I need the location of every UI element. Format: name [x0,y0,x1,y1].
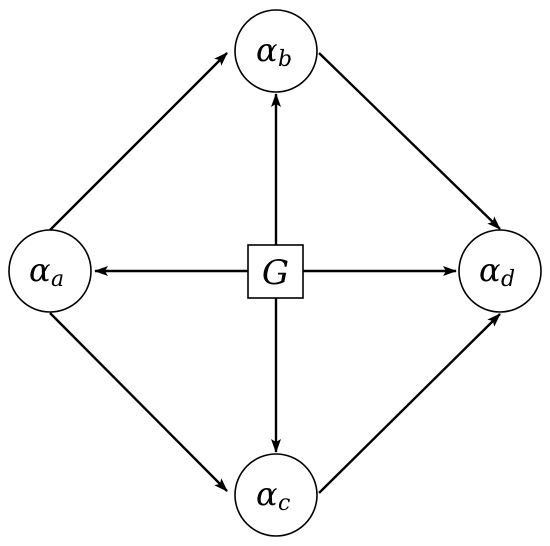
node-alpha-c-symbol: α [256,475,278,513]
node-alpha-c: α c [234,453,318,537]
node-alpha-b-subscript: b [278,47,292,72]
node-alpha-a-symbol: α [29,251,51,289]
edge-c-to-d [318,313,501,494]
node-g: G [247,244,304,299]
edge-a-to-c [49,312,228,492]
node-alpha-d-symbol: α [479,251,501,289]
node-g-box [247,244,304,299]
node-alpha-d: α d [458,229,542,313]
edge-a-to-b [49,52,228,231]
edge-layer [49,52,501,494]
node-g-label: G [262,253,289,293]
node-alpha-d-circle [458,229,542,313]
node-alpha-a: α a [8,229,92,313]
node-alpha-c-circle [234,453,318,537]
node-alpha-c-subscript: c [278,491,290,516]
node-alpha-b-symbol: α [256,31,278,69]
node-alpha-b-circle [234,9,318,93]
node-alpha-b: α b [234,9,318,93]
node-alpha-a-subscript: a [51,267,64,292]
node-alpha-a-circle [8,229,92,313]
edge-b-to-d [318,52,501,230]
node-alpha-d-subscript: d [501,267,515,292]
